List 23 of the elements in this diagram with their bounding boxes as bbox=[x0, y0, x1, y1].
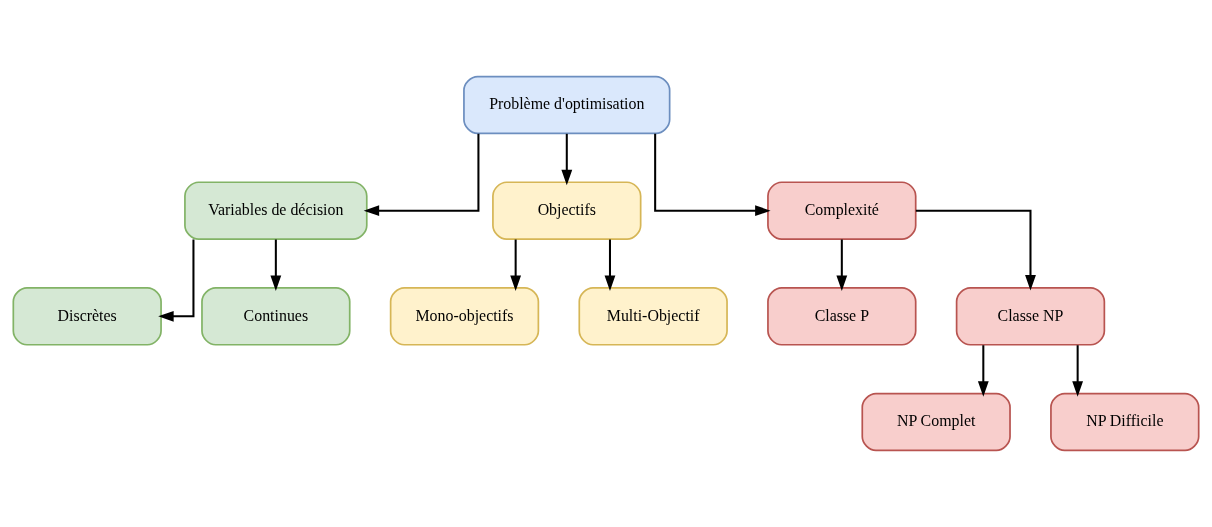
node-box: Problème d'optimisation bbox=[463, 75, 671, 135]
arrow bbox=[977, 345, 989, 397]
node-box: Multi-Objectif bbox=[578, 287, 728, 346]
node-box: Discrètes bbox=[12, 287, 162, 346]
node-box: Continues bbox=[201, 287, 351, 346]
node-box: Complexité bbox=[767, 181, 917, 240]
node-box: Objectifs bbox=[492, 181, 642, 240]
node-box: Classe NP bbox=[955, 287, 1106, 346]
node-box: NP Complet bbox=[861, 392, 1011, 452]
node-box: Variables de décision bbox=[184, 181, 368, 240]
node-box: Mono-objectifs bbox=[389, 287, 540, 346]
node-box: NP Difficile bbox=[1050, 392, 1200, 452]
arrow bbox=[363, 133, 480, 217]
arrow bbox=[836, 239, 848, 291]
arrow bbox=[654, 133, 771, 217]
arrow bbox=[510, 239, 522, 291]
arrow bbox=[915, 209, 1036, 291]
arrow bbox=[158, 239, 195, 322]
arrow bbox=[604, 239, 616, 291]
arrow bbox=[561, 133, 573, 186]
node-box: Classe P bbox=[767, 287, 917, 346]
arrow bbox=[270, 239, 282, 291]
arrow bbox=[1072, 345, 1084, 397]
